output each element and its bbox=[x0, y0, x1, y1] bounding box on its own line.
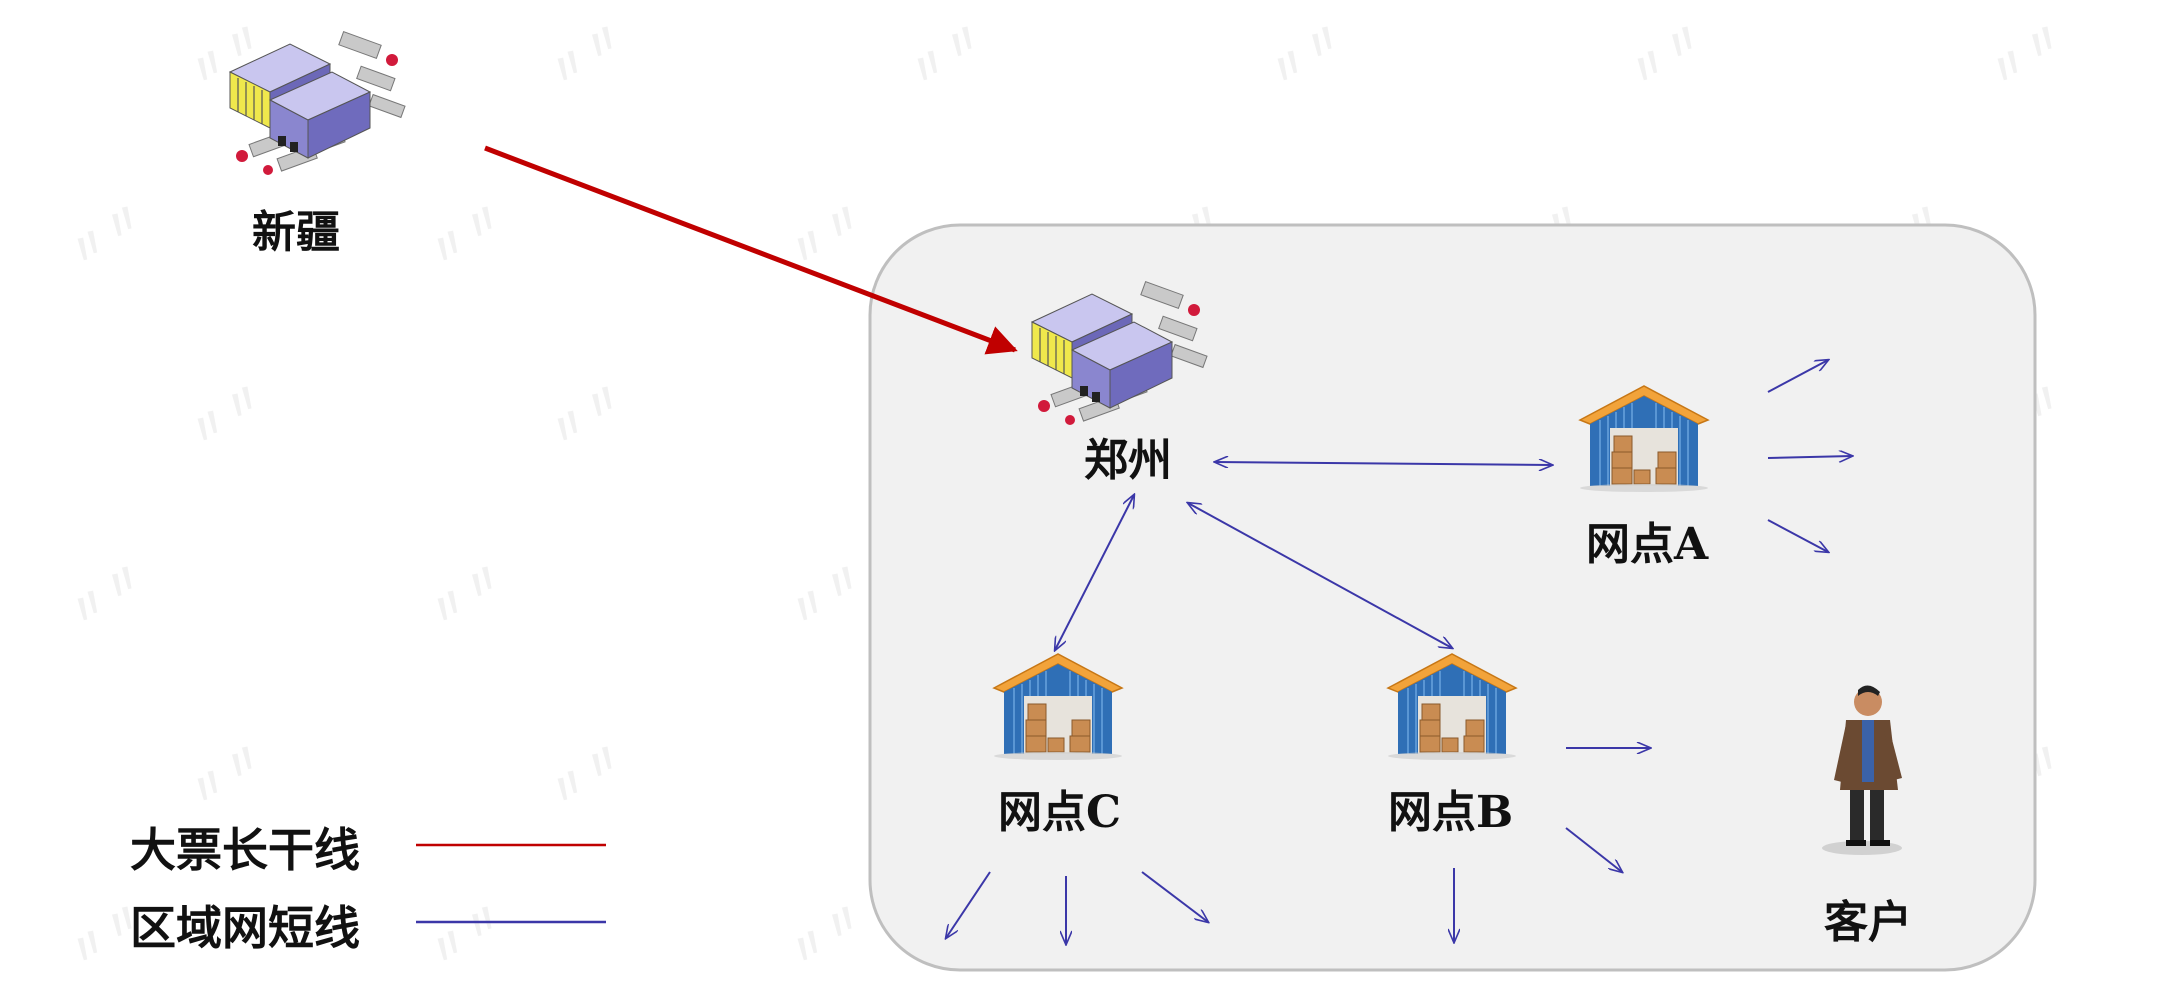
legend-label-trunk: 大票长干线 bbox=[130, 823, 360, 877]
node-label-xinjiang: 新疆 bbox=[252, 207, 340, 258]
node-label-outlet-b: 网点B bbox=[1388, 787, 1514, 838]
link-zhengzhou-outlet-c bbox=[1055, 495, 1134, 650]
node-label-zhengzhou: 郑州 bbox=[1084, 435, 1172, 486]
regional-links bbox=[1055, 462, 1552, 650]
person-icon bbox=[1822, 685, 1902, 855]
node-label-outlet-a: 网点A bbox=[1586, 519, 1709, 570]
node-label-customer: 客户 bbox=[1824, 897, 1912, 948]
node-label-outlet-c: 网点C bbox=[998, 787, 1122, 838]
trunk-line-arrow bbox=[484, 145, 1018, 355]
link-zhengzhou-outlet-a bbox=[1215, 462, 1552, 465]
delivery-arrows bbox=[946, 360, 1852, 944]
link-zhengzhou-outlet-b bbox=[1188, 503, 1452, 648]
legend-label-regional: 区域网短线 bbox=[130, 901, 360, 955]
